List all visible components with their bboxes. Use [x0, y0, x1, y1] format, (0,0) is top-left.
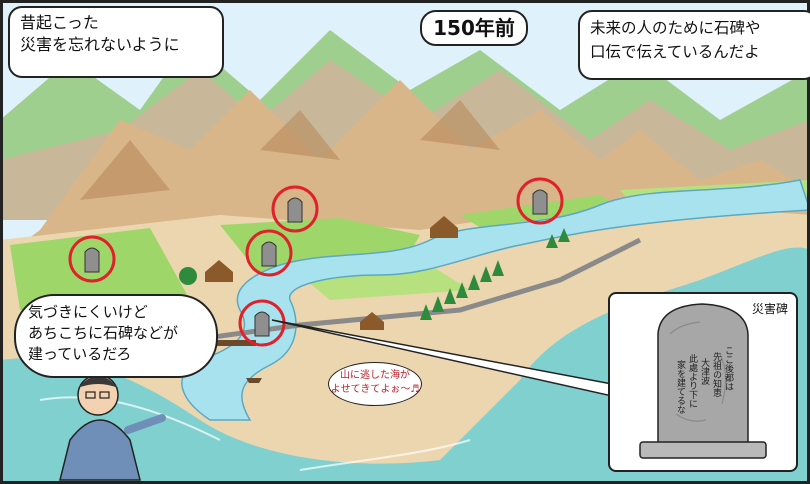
bubble-line: 口伝で伝えているんだよ: [590, 43, 760, 61]
speech-bubble-small: 山に逃した海が よせてきてよぉ〜♬: [328, 362, 422, 406]
speech-bubble-left: 気づきにくいけど あちこちに石碑などが 建っているだろ: [14, 294, 218, 378]
bubble-line: 昔起こった: [20, 13, 99, 32]
bubble-line: よせてきてよぉ〜♬: [330, 384, 420, 395]
inscription-line: 大津波: [699, 357, 710, 386]
monument-marker: [68, 235, 116, 283]
stone-monument-illustration: ここ後都は 先祖の知恵 大津波 此處より下に 家を建てるな: [639, 303, 767, 459]
inscription-line: ここ後都は: [723, 346, 734, 391]
bubble-line: 山に逃した海が: [340, 370, 410, 381]
stone-inscription: ここ後都は 先祖の知恵 大津波 此處より下に 家を建てるな: [675, 346, 734, 414]
road: [119, 237, 642, 353]
bubble-line: 未来の人のために石碑や: [590, 19, 761, 37]
bubble-line: 建っているだろ: [28, 345, 132, 363]
bubble-line: あちこちに石碑などが: [28, 324, 179, 342]
character-illustration: [59, 374, 166, 481]
bubble-line: 気づきにくいけど: [28, 303, 148, 321]
monument-marker: [245, 229, 293, 277]
speech-bubble-top-left: 昔起こった 災害を忘れないように: [8, 6, 224, 78]
speech-bubble-top-right: 未来の人のために石碑や 口伝で伝えているんだよ: [578, 10, 810, 80]
inset-label: 災害碑: [751, 302, 788, 316]
page-title: 150年前: [420, 10, 528, 46]
rice-fields-left: [10, 228, 190, 310]
trees: [179, 228, 570, 320]
sea: [0, 247, 810, 484]
inscription-line: 此處より下に: [687, 353, 698, 408]
inscription-line: 先祖の知恵: [711, 351, 722, 397]
monument-inset: 災害碑 ここ後都は 先祖の知恵 大津波 此處より下に 家を建てるな: [608, 292, 798, 472]
inscription-line: 家を建てるな: [675, 359, 686, 414]
bubble-line: 災害を忘れないように: [20, 35, 180, 54]
boat: [246, 378, 262, 383]
bridge: [200, 340, 256, 346]
river: [181, 179, 810, 421]
monument-markers: [68, 177, 564, 347]
monument-marker: [271, 185, 319, 233]
monument-marker: [516, 177, 564, 225]
